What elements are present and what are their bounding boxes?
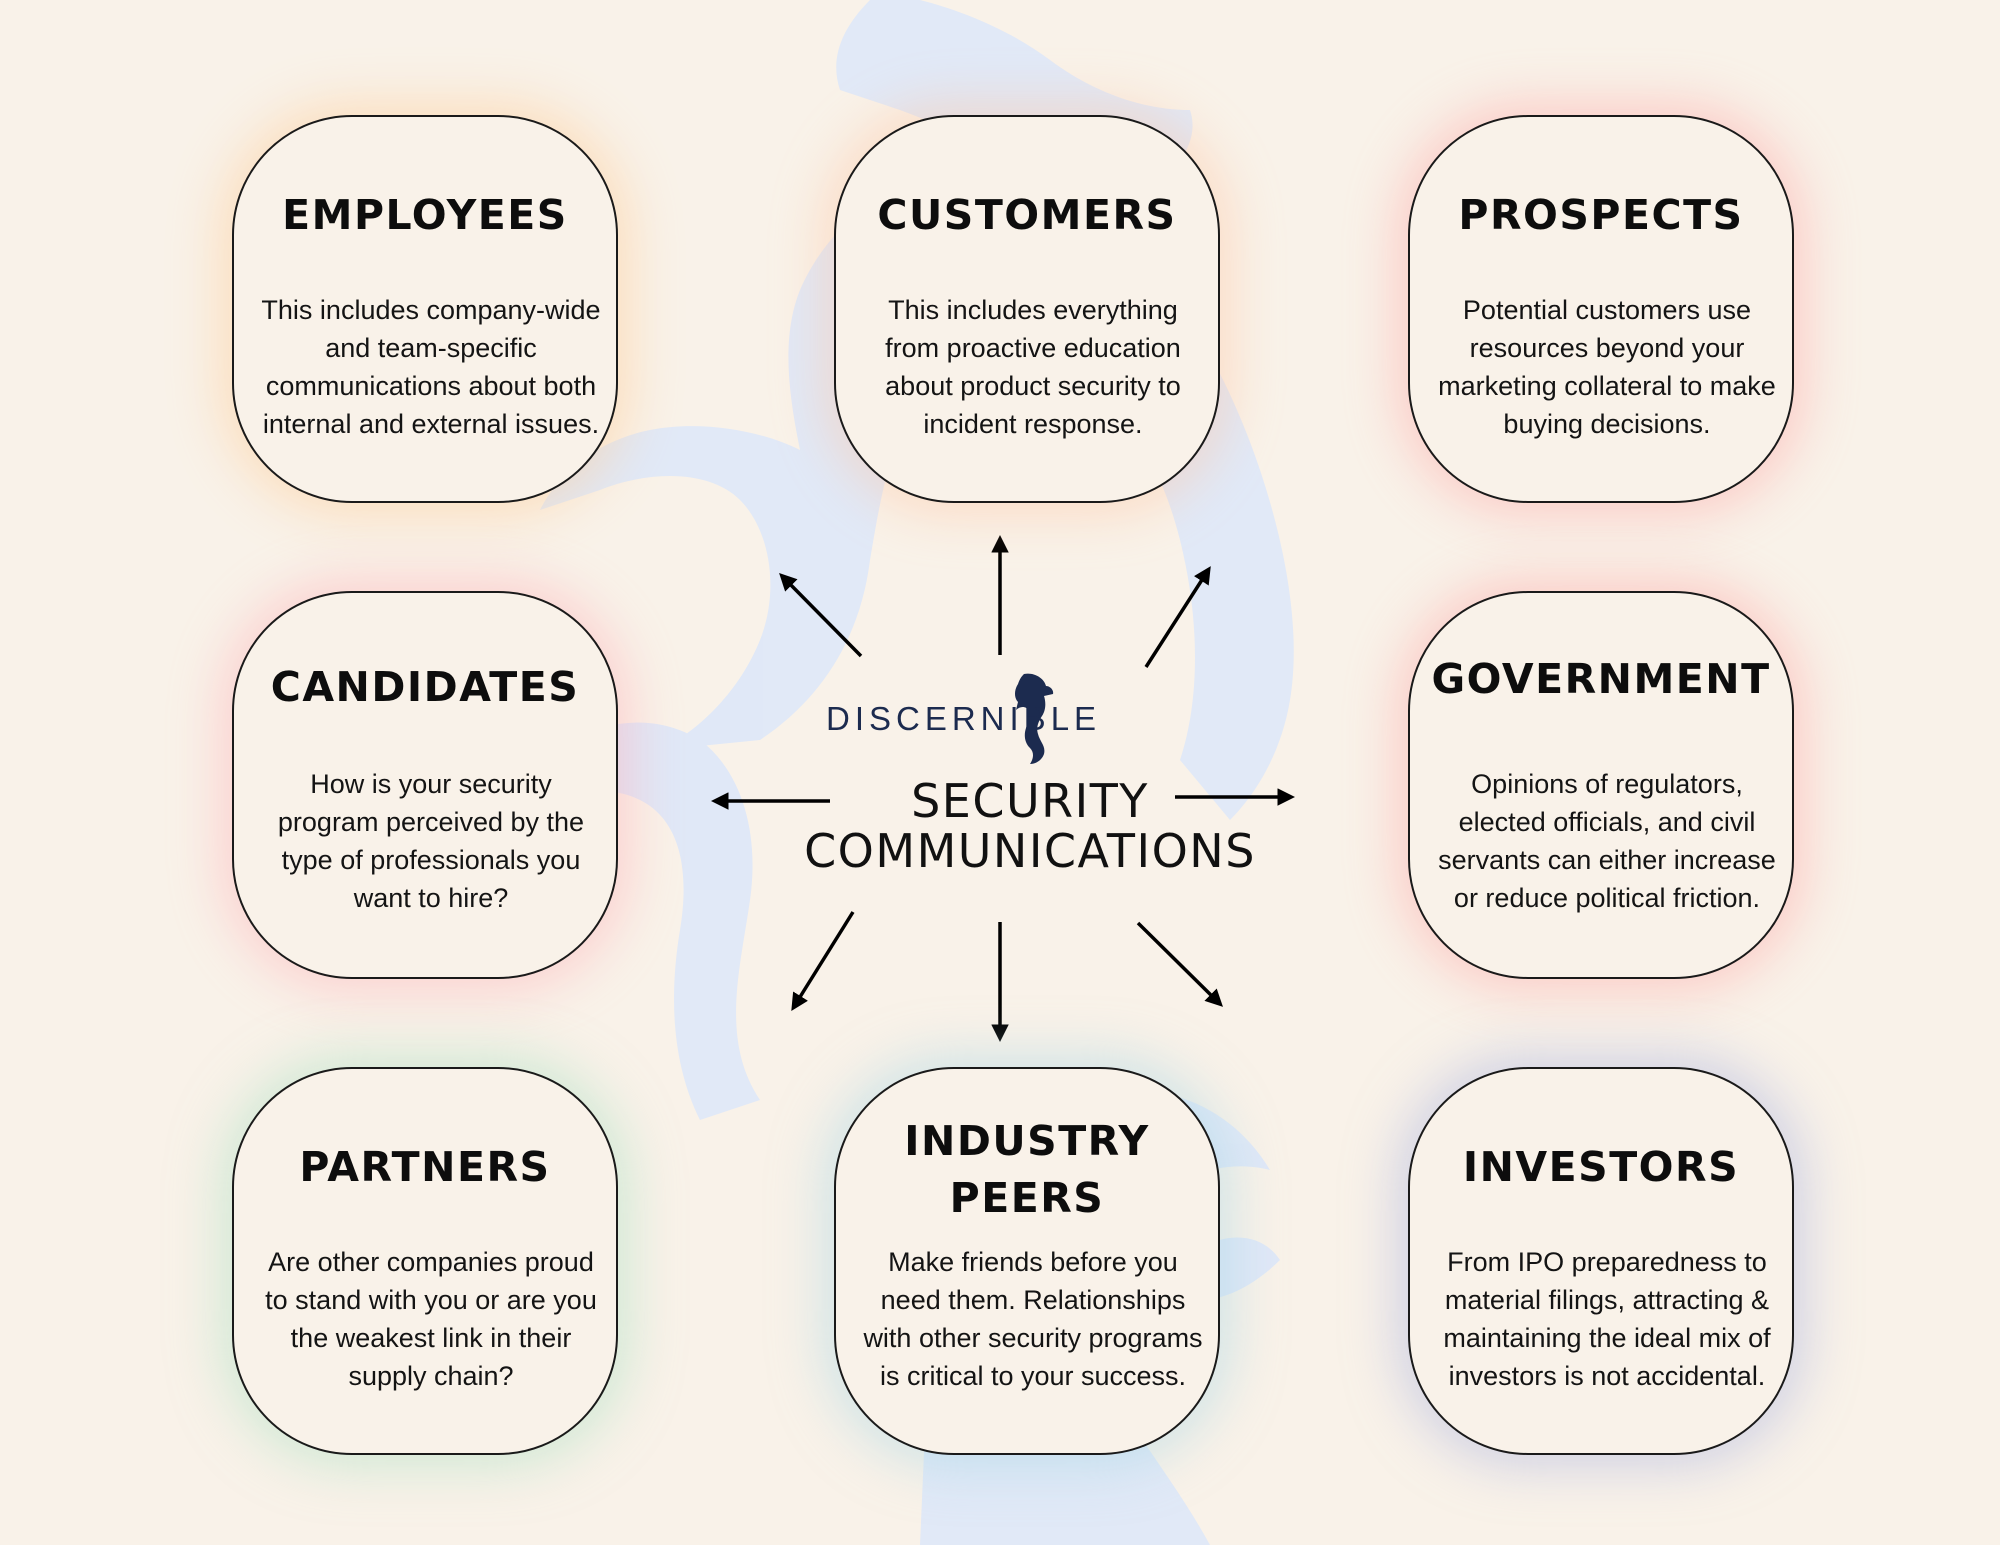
card-title: INDUSTRY PEERS <box>836 1113 1218 1227</box>
card-description: Make friends before you need them. Relat… <box>863 1247 1203 1391</box>
card-investors: INVESTORS From IPO preparedness to mater… <box>1408 1067 1794 1455</box>
card-partners: PARTNERS Are other companies proud to st… <box>232 1067 618 1455</box>
brand-wordmark: DISCERNIBLE <box>826 700 1102 737</box>
card-employees: EMPLOYEES This includes company-wide and… <box>232 115 618 503</box>
card-title-line: PEERS <box>949 1174 1105 1222</box>
card-candidates: CANDIDATES How is your security program … <box>232 591 618 979</box>
center-title: SECURITY COMMUNICATIONS <box>780 776 1280 876</box>
seahorse-logo-icon <box>1015 673 1054 764</box>
card-title: GOVERNMENT <box>1431 655 1771 703</box>
card-title: CANDIDATES <box>270 663 580 711</box>
card-title: CUSTOMERS <box>877 191 1177 239</box>
card-title-line: INDUSTRY <box>904 1117 1150 1165</box>
card-customers: CUSTOMERS This includes everything from … <box>834 115 1220 503</box>
card-government: GOVERNMENT Opinions of regulators, elect… <box>1408 591 1794 979</box>
card-description: This includes company-wide and team-spec… <box>261 295 601 439</box>
card-title: PROSPECTS <box>1458 191 1744 239</box>
card-description: Opinions of regulators, elected official… <box>1438 769 1776 913</box>
card-description: Are other companies proud to stand with … <box>265 1247 597 1391</box>
card-description: How is your security program perceived b… <box>277 769 585 913</box>
center-title-line: COMMUNICATIONS <box>804 824 1256 878</box>
card-description: From IPO preparedness to material filing… <box>1443 1247 1771 1391</box>
card-title: PARTNERS <box>299 1143 551 1191</box>
card-title: INVESTORS <box>1462 1143 1740 1191</box>
card-title: EMPLOYEES <box>282 191 568 239</box>
card-prospects: PROSPECTS Potential customers use resour… <box>1408 115 1794 503</box>
card-description: Potential customers use resources beyond… <box>1438 295 1776 439</box>
card-description: This includes everything from proactive … <box>885 295 1181 439</box>
center-title-line: SECURITY <box>911 774 1149 828</box>
card-industry-peers: INDUSTRY PEERS Make friends before you n… <box>834 1067 1220 1455</box>
